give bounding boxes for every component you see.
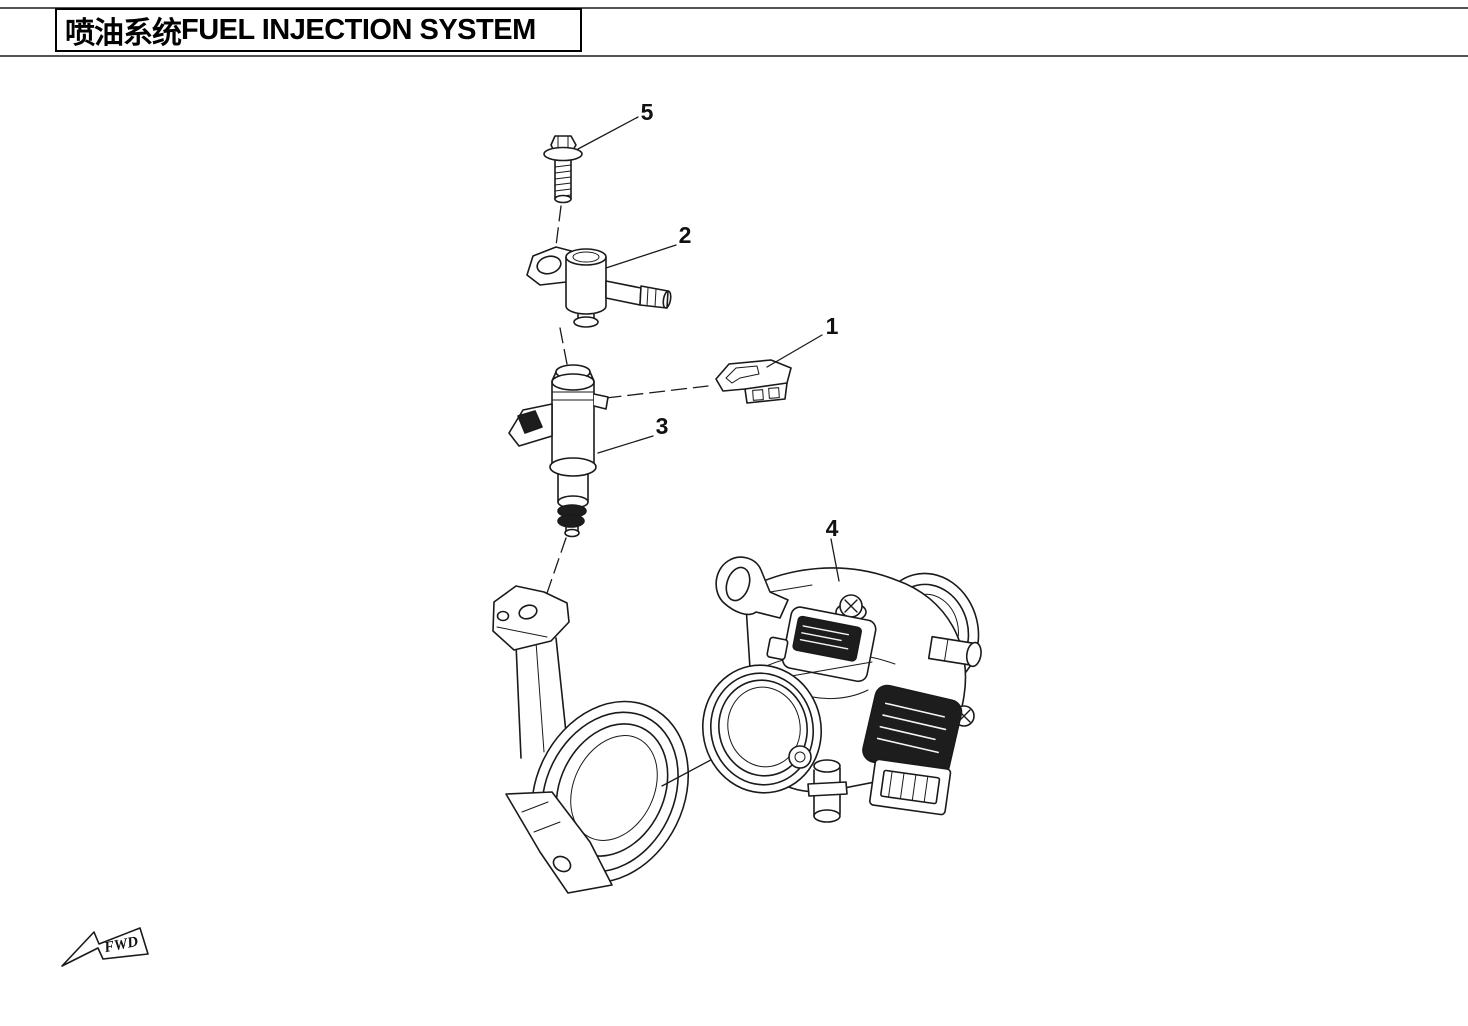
page-title-english: FUEL INJECTION SYSTEM — [181, 13, 536, 46]
fwd-arrow-outline — [61, 927, 149, 967]
intake-adapter — [492, 585, 690, 894]
part-4-throttle-body — [701, 556, 982, 823]
injector-oring — [557, 514, 585, 528]
intake-foot — [505, 791, 613, 894]
callout-4: 4 — [826, 515, 839, 541]
part-2-fuel-rail-joint — [526, 246, 672, 328]
map-sensor — [766, 606, 877, 683]
fwd-label: FWD — [102, 934, 140, 956]
bottom-port — [807, 759, 848, 823]
callout-2: 2 — [679, 222, 692, 248]
part-1-injector-clip — [715, 359, 792, 404]
leader-2 — [605, 244, 677, 269]
throttle-clevis — [715, 556, 789, 619]
leader-1 — [766, 334, 823, 368]
page-title-chinese: 喷油系统 — [65, 16, 182, 51]
vacuum-fitting — [927, 635, 982, 668]
fwd-arrow: FWD — [61, 927, 149, 967]
callout-3: 3 — [656, 413, 669, 439]
callouts: 1 2 3 4 5 — [641, 99, 839, 541]
leader-5 — [577, 116, 639, 150]
leader-lines — [577, 116, 840, 582]
part-5-flange-bolt — [543, 135, 583, 204]
part-3-fuel-injector — [508, 364, 609, 538]
assembly-centerlines — [545, 205, 709, 597]
leader-3 — [597, 435, 654, 454]
callout-5: 5 — [641, 99, 654, 125]
motor-connector — [869, 758, 952, 816]
leader-4 — [830, 538, 840, 582]
callout-1: 1 — [826, 313, 839, 339]
